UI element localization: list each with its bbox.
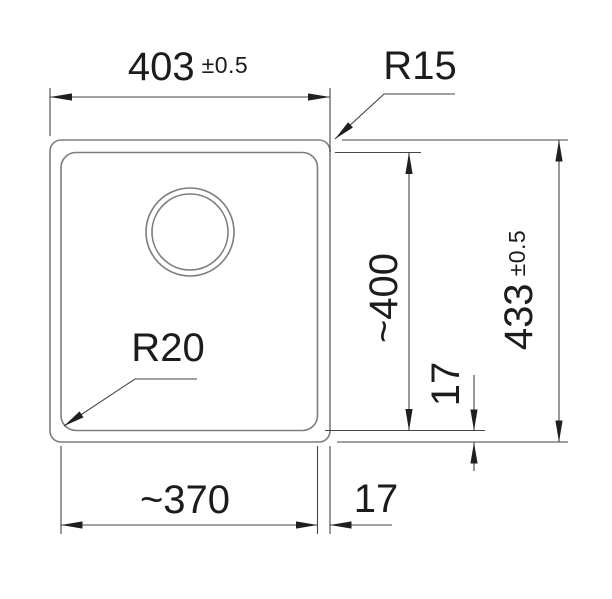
bowl-width-value: ~370 <box>139 478 231 522</box>
sink-geometry <box>49 139 331 443</box>
arrow-offset-right-up <box>470 442 478 464</box>
outer-width-tolerance: ±0.5 <box>201 52 249 78</box>
arrow-bowl-width-left <box>61 521 83 529</box>
bowl-height-value: ~400 <box>362 252 406 344</box>
outer-height-tolerance: ±0.5 <box>504 229 530 277</box>
leader-r20 <box>63 378 197 427</box>
arrowheads <box>50 93 563 529</box>
arrow-outer-height-bottom <box>555 420 563 442</box>
arrow-offset-right-down <box>470 409 478 431</box>
arrow-outer-width-right <box>308 93 330 101</box>
outer-height-value: 433 <box>497 283 541 351</box>
arrow-offset-bottom-left <box>330 521 352 529</box>
offset-bottom-value: 17 <box>353 477 399 521</box>
bowl-corner-radius-value: R20 <box>131 326 205 370</box>
label-offset-bottom: 17 <box>354 479 399 519</box>
arrow-bowl-width-right <box>296 521 318 529</box>
arrow-r15-leader <box>335 122 353 139</box>
extension-lines <box>49 88 568 534</box>
label-bowl-corner-radius: R20 <box>131 328 204 368</box>
label-outer-width: 403±0.5 <box>128 47 248 87</box>
outer-cutout-outline <box>49 139 331 443</box>
drain-inner-circle <box>151 193 229 271</box>
label-outer-corner-radius: R15 <box>383 46 456 86</box>
leader-r15 <box>334 93 455 140</box>
dimension-lines <box>50 93 560 526</box>
arrow-bowl-height-top <box>405 152 413 174</box>
bowl-outline <box>60 151 319 432</box>
label-bowl-height: ~400 <box>362 252 406 344</box>
arrow-outer-width-left <box>50 93 72 101</box>
label-offset-right: 17 <box>424 361 468 407</box>
label-bowl-width: ~370 <box>140 480 230 520</box>
drain-outer-circle <box>145 187 235 277</box>
offset-right-value: 17 <box>424 361 468 407</box>
arrow-r20-leader <box>64 411 84 426</box>
outer-corner-radius-value: R15 <box>383 44 457 88</box>
arrow-outer-height-top <box>555 140 563 162</box>
outer-width-value: 403 <box>127 45 195 89</box>
arrow-bowl-height-bottom <box>405 409 413 431</box>
label-outer-height: 433 ±0.5 <box>497 229 541 351</box>
